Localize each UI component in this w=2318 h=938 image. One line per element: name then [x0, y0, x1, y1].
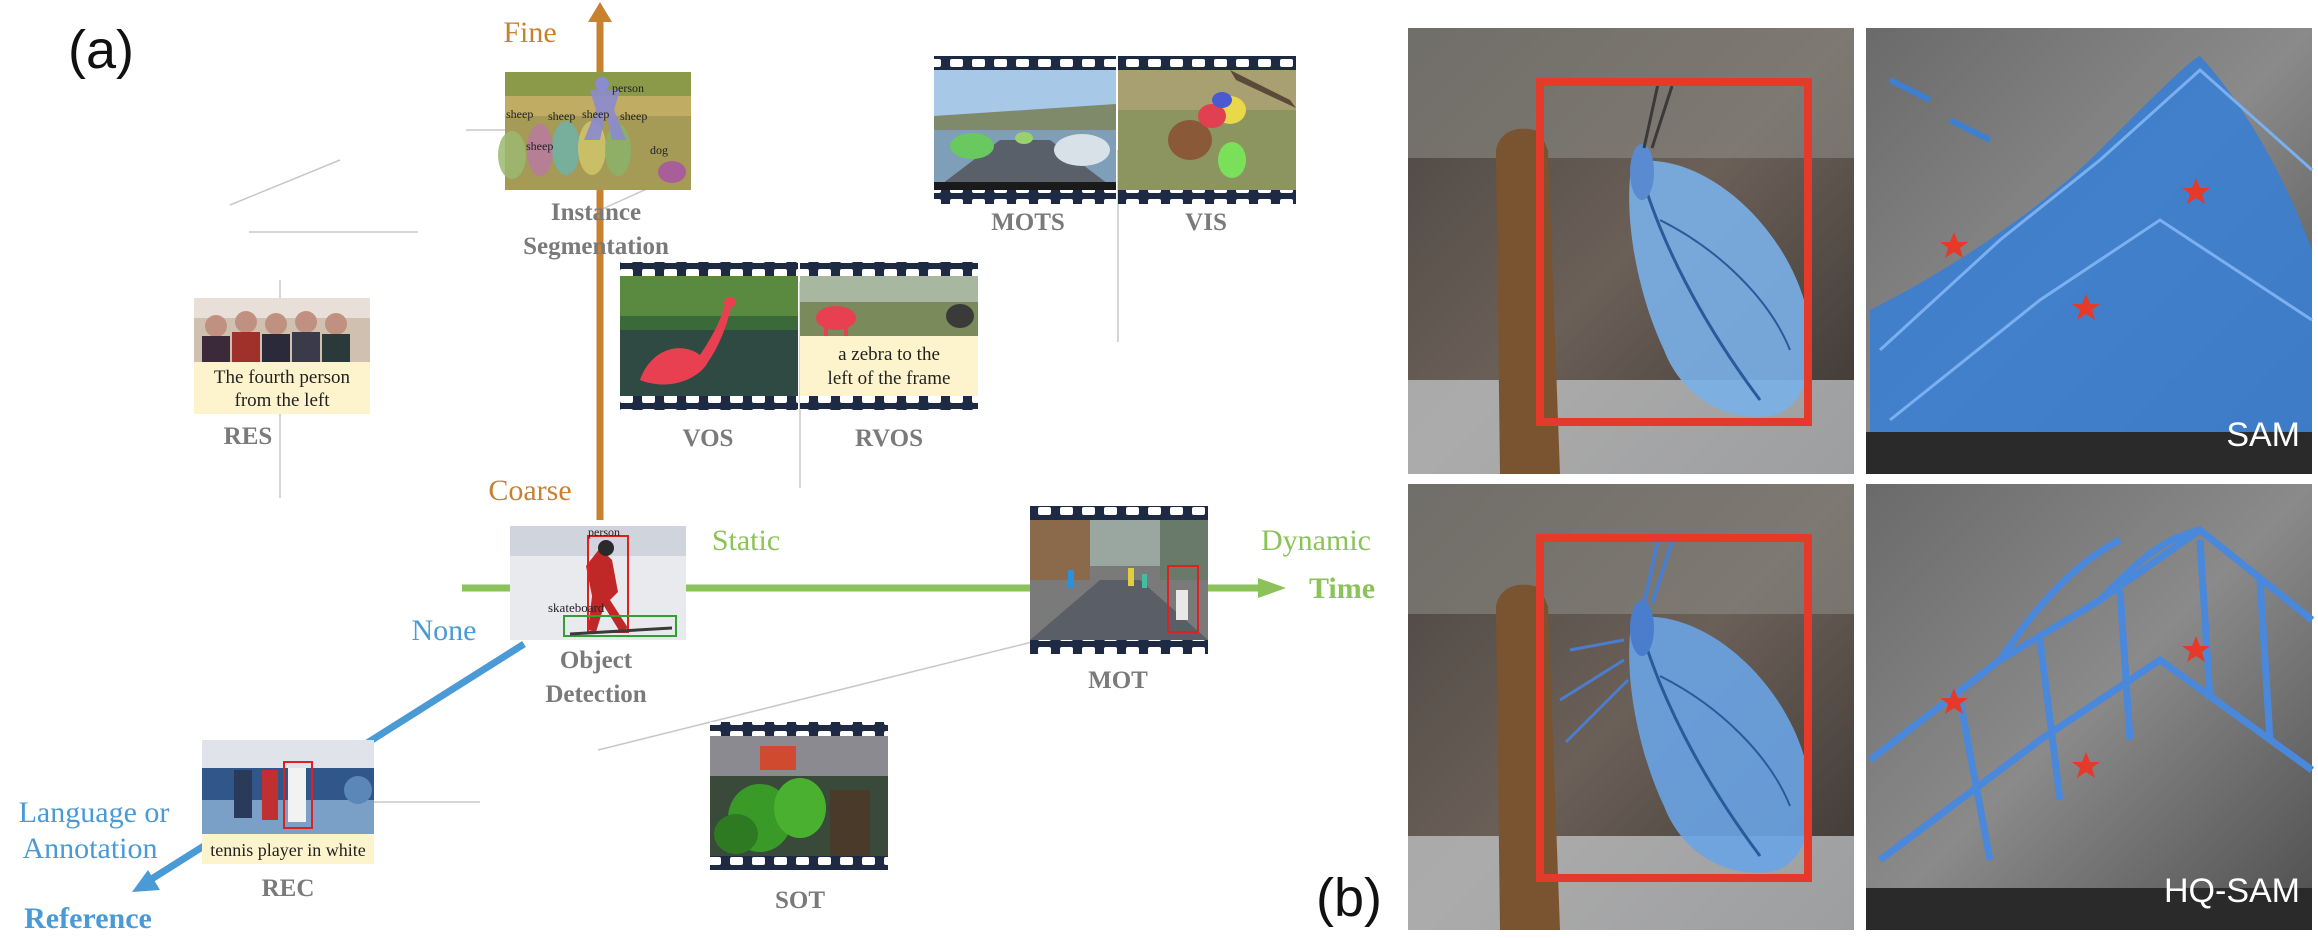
rvos-caption-2: left of the frame [828, 368, 951, 389]
annotation-label: Annotation [23, 832, 158, 865]
rvos-label: RVOS [855, 425, 923, 452]
sam-wall-image: SAM [1866, 28, 2313, 474]
det-tag-skateboard: skateboard [548, 600, 605, 615]
seg-tag-sheep-1: sheep [506, 107, 533, 121]
sam-butterfly-image [1408, 28, 1854, 475]
detection-label-1: Object [560, 647, 633, 674]
panel-label-a: (a) [68, 20, 134, 80]
vis-filmstrip [1118, 56, 1296, 204]
fine-axis-arrowhead [588, 2, 612, 22]
mot-label: MOT [1088, 667, 1148, 694]
hqsam-point-star-2 [2072, 752, 2100, 778]
mot-filmstrip [1030, 506, 1208, 654]
grid-lines [229, 129, 1119, 803]
res-label: RES [224, 423, 273, 450]
sam-label: SAM [2226, 416, 2300, 454]
time-axis-arrowhead [1258, 578, 1286, 598]
panel-label-b: (b) [1316, 868, 1382, 928]
static-label: Static [712, 524, 780, 557]
vos-label: VOS [683, 425, 734, 452]
vos-filmstrip [620, 262, 798, 410]
rec-caption: tennis player in white [210, 840, 365, 860]
rec-label: REC [262, 875, 315, 902]
rvos-filmstrip: a zebra to the left of the frame [800, 262, 978, 410]
sot-filmstrip [710, 722, 888, 870]
instance-seg-label-2: Segmentation [523, 233, 669, 260]
language-label: Language or [19, 796, 170, 829]
hqsam-label: HQ-SAM [2164, 872, 2300, 910]
hqsam-point-star-3 [2182, 636, 2210, 662]
rec-thumbnail: tennis player in white [202, 740, 374, 864]
seg-tag-sheep-4: sheep [620, 109, 647, 123]
res-thumbnail: The fourth person from the left [194, 298, 370, 414]
instance-seg-label-1: Instance [551, 199, 641, 226]
det-tag-person: person [588, 525, 620, 539]
sam-point-star-3 [2182, 178, 2210, 204]
rvos-caption-1: a zebra to the [838, 344, 940, 365]
vis-label: VIS [1185, 209, 1227, 236]
instance-seg-thumbnail: person sheep sheep sheep sheep sheep dog [498, 72, 691, 190]
seg-tag-person: person [612, 81, 644, 95]
res-caption-2: from the left [235, 390, 331, 411]
sam-box-prompt [1536, 78, 1812, 426]
detection-thumbnail: person skateboard [510, 525, 686, 640]
seg-tag-dog: dog [650, 143, 668, 157]
sam-point-star-1 [1940, 232, 1968, 258]
none-label: None [412, 614, 477, 647]
reference-axis-arrowhead [132, 870, 160, 892]
sot-label: SOT [775, 887, 825, 914]
detection-label-2: Detection [545, 681, 646, 708]
mots-label: MOTS [991, 209, 1065, 236]
hqsam-butterfly-image [1408, 484, 1854, 930]
seg-tag-sheep-5: sheep [526, 139, 553, 153]
seg-tag-sheep-3: sheep [582, 107, 609, 121]
mots-filmstrip [934, 56, 1116, 204]
fine-label: Fine [503, 16, 556, 49]
dynamic-label: Dynamic [1261, 524, 1371, 557]
hqsam-wall-image: HQ-SAM [1866, 484, 2315, 930]
time-label: Time [1309, 572, 1375, 605]
sam-point-star-2 [2072, 294, 2100, 320]
res-caption-1: The fourth person [214, 367, 351, 388]
coarse-label: Coarse [488, 474, 571, 507]
hqsam-box-prompt [1536, 534, 1812, 882]
seg-tag-sheep-2: sheep [548, 109, 575, 123]
hqsam-point-star-1 [1940, 688, 1968, 714]
reference-label: Reference [24, 902, 152, 935]
